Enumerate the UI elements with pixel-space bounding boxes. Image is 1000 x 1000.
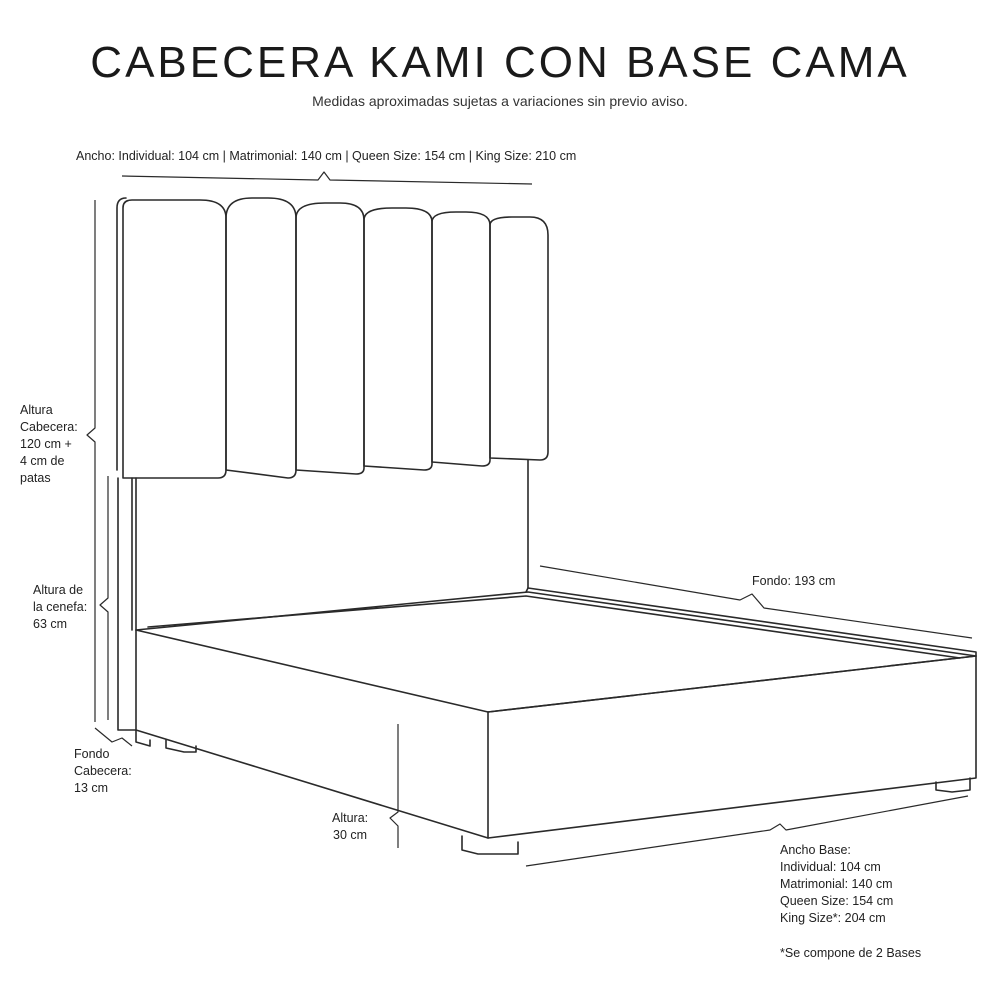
headboard-panel-3 xyxy=(295,202,365,475)
headboard-panel-1 xyxy=(122,199,227,479)
page-subtitle: Medidas aproximadas sujetas a variacione… xyxy=(312,93,688,109)
ancho-cabecera-label: Ancho: Individual: 104 cm | Matrimonial:… xyxy=(76,149,577,163)
dim-altura-cabecera xyxy=(86,200,96,722)
page-title: CABECERA KAMI CON BASE CAMA xyxy=(90,38,910,87)
headboard-back-left xyxy=(116,197,127,471)
bed-base xyxy=(135,587,977,839)
foot-left xyxy=(165,739,197,753)
dim-fondo-cabecera xyxy=(94,727,133,747)
base-top-inner xyxy=(147,595,961,659)
nota-label: *Se compone de 2 Bases xyxy=(780,946,922,960)
altura-base-label: Altura: 30 cm xyxy=(332,811,369,842)
headboard-frame xyxy=(117,459,529,731)
base-side xyxy=(487,655,977,839)
headboard-panel-4 xyxy=(363,207,433,471)
ancho-base-label: Ancho Base: Individual: 104 cm Matrimoni… xyxy=(780,843,894,925)
foot-back-left xyxy=(135,729,151,747)
foot-right xyxy=(935,777,971,793)
dim-ancho-base xyxy=(525,795,969,867)
headboard-panel-2 xyxy=(225,197,297,479)
dimension-lines xyxy=(86,171,973,867)
altura-cabecera-label: Altura Cabecera: 120 cm + 4 cm de patas xyxy=(20,403,78,485)
dim-altura-cenefa xyxy=(99,476,109,720)
bed-feet xyxy=(135,729,971,855)
base-front xyxy=(135,629,489,839)
dim-altura-base xyxy=(389,724,399,848)
base-top xyxy=(135,591,977,713)
dim-fondo-base xyxy=(539,565,973,639)
dim-ancho-cabecera xyxy=(121,171,533,185)
altura-cenefa-label: Altura de la cenefa: 63 cm xyxy=(33,583,88,631)
headboard xyxy=(116,197,549,479)
fondo-base-label: Fondo: 193 cm xyxy=(752,574,836,588)
foot-front xyxy=(461,835,519,855)
headboard-panel-6 xyxy=(489,216,549,461)
fondo-cabecera-label: Fondo Cabecera: 13 cm xyxy=(74,747,132,795)
headboard-panel-5 xyxy=(431,211,491,467)
